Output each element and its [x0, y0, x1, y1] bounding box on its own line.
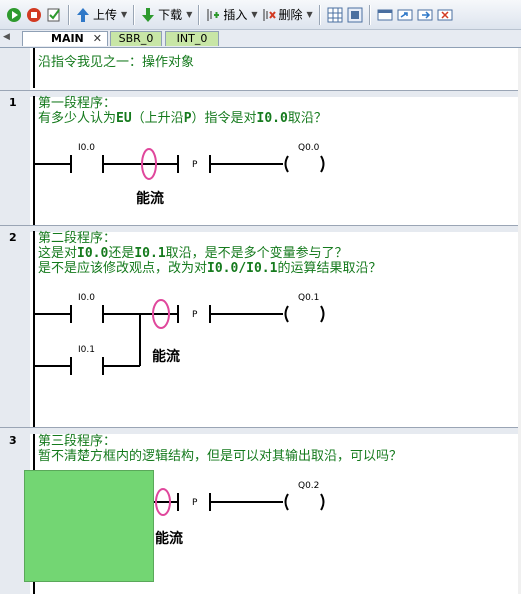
edge-label: P — [192, 310, 198, 320]
tab-int-0-label: INT_0 — [176, 32, 208, 45]
network-view-button[interactable] — [345, 4, 365, 26]
network-view-icon — [347, 7, 363, 22]
toolbar-separator — [368, 4, 371, 25]
compile-icon — [47, 8, 60, 21]
edge-label: P — [192, 498, 198, 508]
logic-block-placeholder — [24, 470, 154, 582]
download-arrow-icon — [142, 7, 155, 22]
power-flow-label: 能流 — [152, 349, 180, 365]
upload-dropdown-icon[interactable]: ▼ — [121, 10, 128, 19]
coil-q00-right — [320, 155, 325, 173]
toolbar-separator — [198, 4, 201, 25]
flow-highlight-circle — [152, 299, 170, 329]
upload-button[interactable]: 上传 ▼ — [74, 4, 129, 26]
contact-address: I0.1 — [78, 345, 95, 355]
insert-icon — [207, 8, 220, 21]
toolbar-separator — [133, 4, 136, 25]
ladder-editor[interactable]: 沿指令我见之一：操作对象 1 第一段程序： 有多少人认为EU（上升沿P）指令是对… — [0, 48, 521, 594]
coil-address: Q0.2 — [298, 481, 319, 491]
network-1-header[interactable] — [0, 90, 521, 97]
tab-close-icon[interactable]: ✕ — [92, 32, 102, 45]
run-icon — [7, 7, 21, 22]
window-close-button[interactable] — [435, 4, 455, 26]
tab-int-0[interactable]: INT_0 — [165, 31, 219, 46]
window-close-icon — [437, 9, 453, 20]
program-comment: 沿指令我见之一：操作对象 — [38, 55, 195, 70]
network-1-title: 第一段程序： — [38, 96, 117, 111]
window-button-3[interactable] — [415, 4, 435, 26]
network-3-number: 3 — [9, 434, 17, 447]
tab-sbr-0-label: SBR_0 — [118, 32, 154, 45]
coil-address: Q0.1 — [298, 293, 319, 303]
tab-main-label: MAIN — [51, 32, 84, 45]
insert-dropdown-icon[interactable]: ▼ — [251, 10, 258, 19]
flow-highlight-circle — [141, 148, 157, 180]
vertical-scrollbar[interactable] — [518, 48, 521, 594]
delete-dropdown-icon[interactable]: ▼ — [306, 10, 313, 19]
window-arrow-icon — [397, 9, 413, 20]
power-flow-label: 能流 — [136, 191, 164, 207]
download-dropdown-icon[interactable]: ▼ — [186, 10, 193, 19]
coil-q02-left — [284, 493, 289, 511]
network-grid-button[interactable] — [325, 4, 345, 26]
tab-sbr-0[interactable]: SBR_0 — [110, 31, 162, 46]
coil-q01-right — [320, 305, 325, 323]
delete-icon — [263, 8, 276, 21]
power-rail — [33, 231, 35, 431]
network-3-title: 第三段程序： — [38, 434, 117, 449]
window-icon — [377, 9, 393, 20]
coil-q02-right — [320, 493, 325, 511]
network-2-title: 第二段程序： — [38, 231, 117, 246]
delete-label: 删除 — [278, 8, 303, 22]
run-button[interactable] — [4, 4, 24, 26]
download-button[interactable]: 下载 ▼ — [139, 4, 194, 26]
network-1-comment: 有多少人认为EU（上升沿P）指令是对I0.0取沿？ — [38, 111, 327, 126]
power-rail — [33, 48, 35, 88]
insert-button[interactable]: 插入 ▼ — [204, 4, 259, 26]
download-label: 下载 — [158, 8, 183, 22]
tab-main[interactable]: MAIN ✕ — [22, 31, 108, 46]
toolbar-separator — [318, 4, 321, 25]
compile-button[interactable] — [44, 4, 64, 26]
flow-highlight-circle — [155, 488, 171, 516]
tab-scroll-left-icon[interactable]: ◀ — [3, 32, 10, 42]
toolbar-separator — [68, 4, 70, 25]
network-3-comment: 暂不清楚方框内的逻辑结构，但是可以对其输出取沿，可以吗？ — [38, 449, 403, 464]
delete-button[interactable]: 删除 ▼ — [260, 4, 315, 26]
stop-icon — [27, 7, 41, 22]
contact-address: I0.0 — [78, 293, 95, 303]
window-button-1[interactable] — [375, 4, 395, 26]
power-rail — [33, 96, 35, 266]
coil-q00-left — [284, 155, 289, 173]
coil-address: Q0.0 — [298, 143, 320, 153]
upload-label: 上传 — [93, 8, 118, 22]
ladder-diagram: I0.0 P Q0.0 I0.0 I0.1 P Q0.1 P Q0.2 — [34, 143, 325, 516]
network-2-header[interactable] — [0, 225, 521, 232]
grid-icon — [327, 7, 343, 22]
network-2-comment-line-3: 是不是应该修改观点，改为对I0.0/I0.1的运算结果取沿？ — [38, 261, 382, 276]
tab-bar: ◀ MAIN ✕ SBR_0 INT_0 — [0, 30, 521, 48]
window-export-icon — [417, 9, 433, 20]
network-1-number: 1 — [9, 96, 17, 109]
coil-q01-left — [284, 305, 289, 323]
window-button-2[interactable] — [395, 4, 415, 26]
network-2-comment-line-2: 这是对I0.0还是I0.1取沿，是不是多个变量参与了？ — [38, 246, 348, 261]
insert-label: 插入 — [223, 8, 248, 22]
upload-arrow-icon — [77, 7, 89, 22]
toolbar: 上传 ▼ 下载 ▼ 插入 ▼ 删除 ▼ — [0, 0, 521, 30]
stop-button[interactable] — [24, 4, 44, 26]
power-flow-label: 能流 — [155, 531, 183, 547]
edge-label: P — [192, 160, 198, 170]
contact-address: I0.0 — [78, 143, 95, 153]
network-3-header[interactable] — [0, 427, 521, 434]
network-2-number: 2 — [9, 231, 17, 244]
